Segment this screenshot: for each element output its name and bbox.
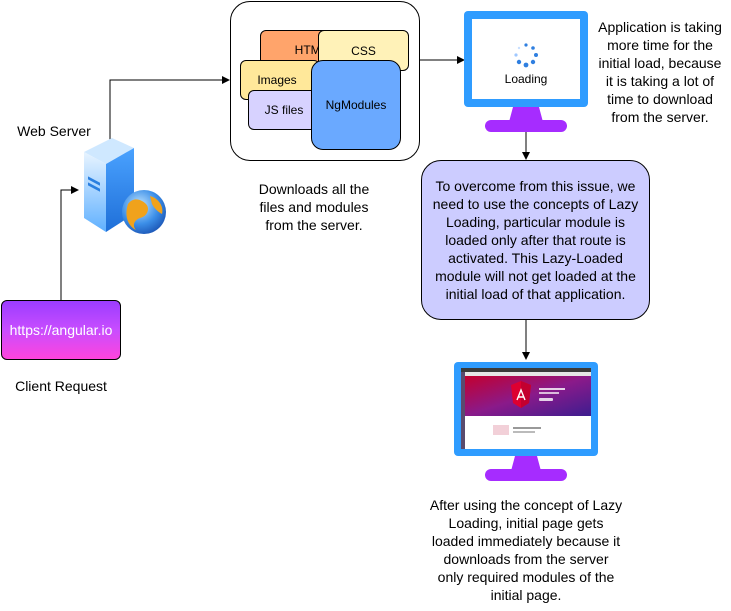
caption-line: files and modules xyxy=(259,199,369,215)
slow-load-caption: Application is taking more time for the … xyxy=(590,18,730,126)
client-url-button[interactable]: https://angular.io xyxy=(1,300,121,360)
caption-line: only required modules of the xyxy=(437,569,615,585)
loading-monitor-icon xyxy=(464,11,588,132)
note-line: module will not get loaded at the xyxy=(435,268,636,284)
note-line: initial load of that application. xyxy=(445,286,626,302)
caption-line: more time for the xyxy=(607,37,713,53)
caption-line: loaded immediately because it xyxy=(431,533,621,549)
caption-line: Downloads all the xyxy=(258,181,370,197)
caption-line: time to download xyxy=(607,91,713,107)
loading-spinner-icon xyxy=(514,43,538,68)
lazy-result-caption: After using the concept of Lazy Loading,… xyxy=(418,496,634,604)
caption-line: Loading, initial page gets xyxy=(448,515,604,531)
note-line: activated. This Lazy-Loaded xyxy=(448,250,623,266)
loading-text: Loading xyxy=(504,72,548,86)
caption-line: from the server. xyxy=(265,217,363,233)
caption-line: it is taking a lot of xyxy=(605,73,715,89)
lazy-loading-note: To overcome from this issue, we need to … xyxy=(421,160,650,320)
web-server-icon xyxy=(84,138,166,234)
caption-line: After using the concept of Lazy xyxy=(429,497,623,513)
note-line: need to use the concepts of Lazy xyxy=(432,196,639,212)
caption-line: initial page. xyxy=(490,587,562,603)
server-to-bundle-arrow xyxy=(109,76,230,140)
caption-line: from the server. xyxy=(611,109,709,125)
caption-line: downloads from the server xyxy=(443,551,609,567)
loaded-page-monitor-icon xyxy=(454,362,598,481)
note-line: Loading, particular module is xyxy=(445,214,625,230)
downloads-caption: Downloads all the files and modules from… xyxy=(239,180,389,234)
note-line: loaded only after that route is xyxy=(445,232,626,248)
ngmodules-box: NgModules xyxy=(311,60,401,150)
client-request-label: Client Request xyxy=(15,378,107,394)
caption-line: Application is taking xyxy=(598,19,722,35)
caption-line: initial load, because xyxy=(598,55,722,71)
note-line: To overcome from this issue, we xyxy=(435,178,636,194)
web-server-label: Web Server xyxy=(17,123,91,139)
client-to-server-arrow xyxy=(60,186,79,300)
